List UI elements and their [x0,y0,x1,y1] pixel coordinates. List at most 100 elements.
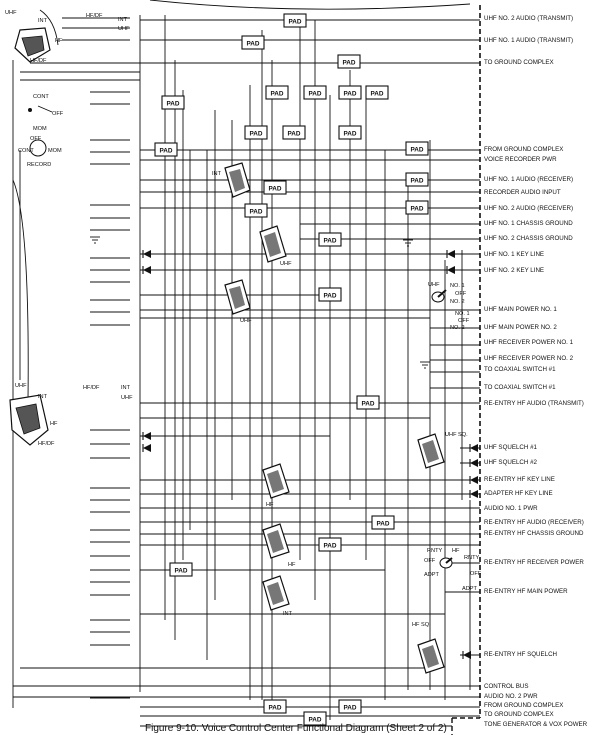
record-switch: CONT OFF MOM OFF CONT MOM RECORD [18,94,64,168]
svg-text:PAD: PAD [323,543,336,550]
svg-text:PAD: PAD [323,238,336,245]
svg-text:PAD: PAD [288,19,301,26]
relay-uhf-sq [417,433,445,469]
mid-rotary-selector: UHF INT HF HF/DF HF/DF INT UHF [9,383,133,447]
pad-box: PAD [169,562,193,577]
svg-text:NO. 1: NO. 1 [455,311,470,317]
pad-box: PAD [241,35,265,50]
hf-power-switch: RNTY HF OFF ADPT RNTY OFF ADPT [424,548,482,592]
svg-text:UHF NO. 1 CHASSIS GROUND: UHF NO. 1 CHASSIS GROUND [484,220,573,227]
relay-uhf-a: UHF [259,225,292,267]
diode-icon [446,266,455,274]
pad-box: PAD [405,200,429,215]
uhf-power-switch: UHF NO. 1 OFF NO. 2 NO. 1 OFF NO. 2 [428,282,470,331]
svg-text:TO GROUND COMPLEX: TO GROUND COMPLEX [484,59,554,66]
connector-border [451,5,481,735]
svg-text:ADPT: ADPT [462,586,478,592]
svg-text:UHF: UHF [5,10,17,16]
pad-box: PAD [318,537,342,552]
svg-text:HF: HF [452,548,460,554]
svg-text:HF: HF [55,38,63,44]
hf-sq-label: HF SQ. [412,622,431,628]
svg-text:PAD: PAD [268,705,281,712]
switch-contacts-bottom [90,429,130,699]
svg-text:RE-ENTRY HF CHASSIS GROUND: RE-ENTRY HF CHASSIS GROUND [484,530,584,537]
svg-text:UHF: UHF [15,383,27,389]
svg-text:RECORDER AUDIO INPUT: RECORDER AUDIO INPUT [484,189,561,196]
svg-text:PAD: PAD [343,131,356,138]
svg-text:UHF NO. 1 AUDIO (RECEIVER): UHF NO. 1 AUDIO (RECEIVER) [484,176,573,183]
svg-text:NO. 2: NO. 2 [450,299,465,305]
svg-text:RE-ENTRY HF AUDIO (RECEIVER): RE-ENTRY HF AUDIO (RECEIVER) [484,519,584,526]
diode-icon [142,266,151,274]
diode-icon [469,476,478,484]
pad-box: PAD [244,203,268,218]
svg-text:UHF NO. 2 KEY LINE: UHF NO. 2 KEY LINE [484,267,544,274]
svg-text:NO. 1: NO. 1 [450,283,465,289]
svg-text:HF/DF: HF/DF [86,13,103,19]
svg-text:PAD: PAD [308,717,321,724]
svg-text:PAD: PAD [159,148,172,155]
svg-text:PAD: PAD [268,186,281,193]
svg-text:RNTY: RNTY [427,548,442,554]
svg-text:AUDIO NO. 2 PWR: AUDIO NO. 2 PWR [484,693,538,700]
relay-int-top: INT [212,162,251,198]
svg-text:OFF: OFF [424,558,436,564]
svg-text:CONT: CONT [18,148,34,154]
svg-text:PAD: PAD [410,147,423,154]
relay-hf-b: HF [262,523,296,568]
svg-text:HF/DF: HF/DF [30,58,47,64]
relay-uhf-b: UHF [224,279,252,324]
vertical-buses [139,15,471,720]
svg-text:RE-ENTRY HF MAIN POWER: RE-ENTRY HF MAIN POWER [484,588,568,595]
svg-text:OFF: OFF [470,571,482,577]
svg-text:UHF SQUELCH #2: UHF SQUELCH #2 [484,459,538,466]
ground-icon [420,361,430,369]
svg-text:CONTROL BUS: CONTROL BUS [484,683,528,690]
pad-box: PAD [405,172,429,187]
svg-text:PAD: PAD [361,401,374,408]
left-panel-lines [12,60,29,708]
pad-box: PAD [405,141,429,156]
uhf-sq-label: UHF SQ. [445,432,468,438]
svg-text:OFF: OFF [458,318,470,324]
svg-text:HF: HF [288,562,296,568]
svg-text:UHF MAIN POWER NO. 2: UHF MAIN POWER NO. 2 [484,324,557,331]
diode-icon [469,459,478,467]
svg-text:INT: INT [212,171,222,177]
svg-text:INT: INT [38,394,48,400]
svg-text:MOM: MOM [33,126,47,132]
svg-text:PAD: PAD [287,131,300,138]
svg-text:HF: HF [50,421,58,427]
svg-text:VOICE RECORDER PWR: VOICE RECORDER PWR [484,156,557,163]
pad-box: PAD [265,85,289,100]
svg-text:PAD: PAD [308,91,321,98]
svg-text:RE-ENTRY HF RECEIVER POWER: RE-ENTRY HF RECEIVER POWER [484,559,584,566]
svg-text:UHF NO. 2 AUDIO (RECEIVER): UHF NO. 2 AUDIO (RECEIVER) [484,205,573,212]
svg-text:PAD: PAD [410,206,423,213]
svg-text:FROM GROUND COMPLEX: FROM GROUND COMPLEX [484,146,563,153]
svg-text:NO. 2: NO. 2 [450,325,465,331]
pad-box: PAD [263,180,287,195]
svg-text:RE-ENTRY HF AUDIO (TRANSMIT): RE-ENTRY HF AUDIO (TRANSMIT) [484,400,584,407]
svg-text:PAD: PAD [323,293,336,300]
svg-text:OFF: OFF [30,136,42,142]
svg-text:PAD: PAD [270,91,283,98]
pad-box: PAD [365,85,389,100]
svg-text:PAD: PAD [370,91,383,98]
svg-text:TONE GENERATOR & VOX POWER: TONE GENERATOR & VOX POWER [484,721,588,728]
svg-text:PAD: PAD [376,521,389,528]
svg-text:INT: INT [121,385,131,391]
svg-text:UHF NO. 1 KEY LINE: UHF NO. 1 KEY LINE [484,251,544,258]
pad-box: PAD [318,232,342,247]
pad-box: PAD [161,95,185,110]
svg-text:UHF NO. 2 CHASSIS GROUND: UHF NO. 2 CHASSIS GROUND [484,235,573,242]
svg-text:PAD: PAD [166,101,179,108]
top-rotary-selector: UHF INT HF HF/DF [5,9,63,64]
pad-box: PAD [154,142,178,157]
svg-text:HF/DF: HF/DF [38,441,55,447]
svg-text:UHF: UHF [240,318,252,324]
svg-text:UHF: UHF [428,282,440,288]
pad-box: PAD [263,699,287,714]
pad-box: PAD [338,699,362,714]
